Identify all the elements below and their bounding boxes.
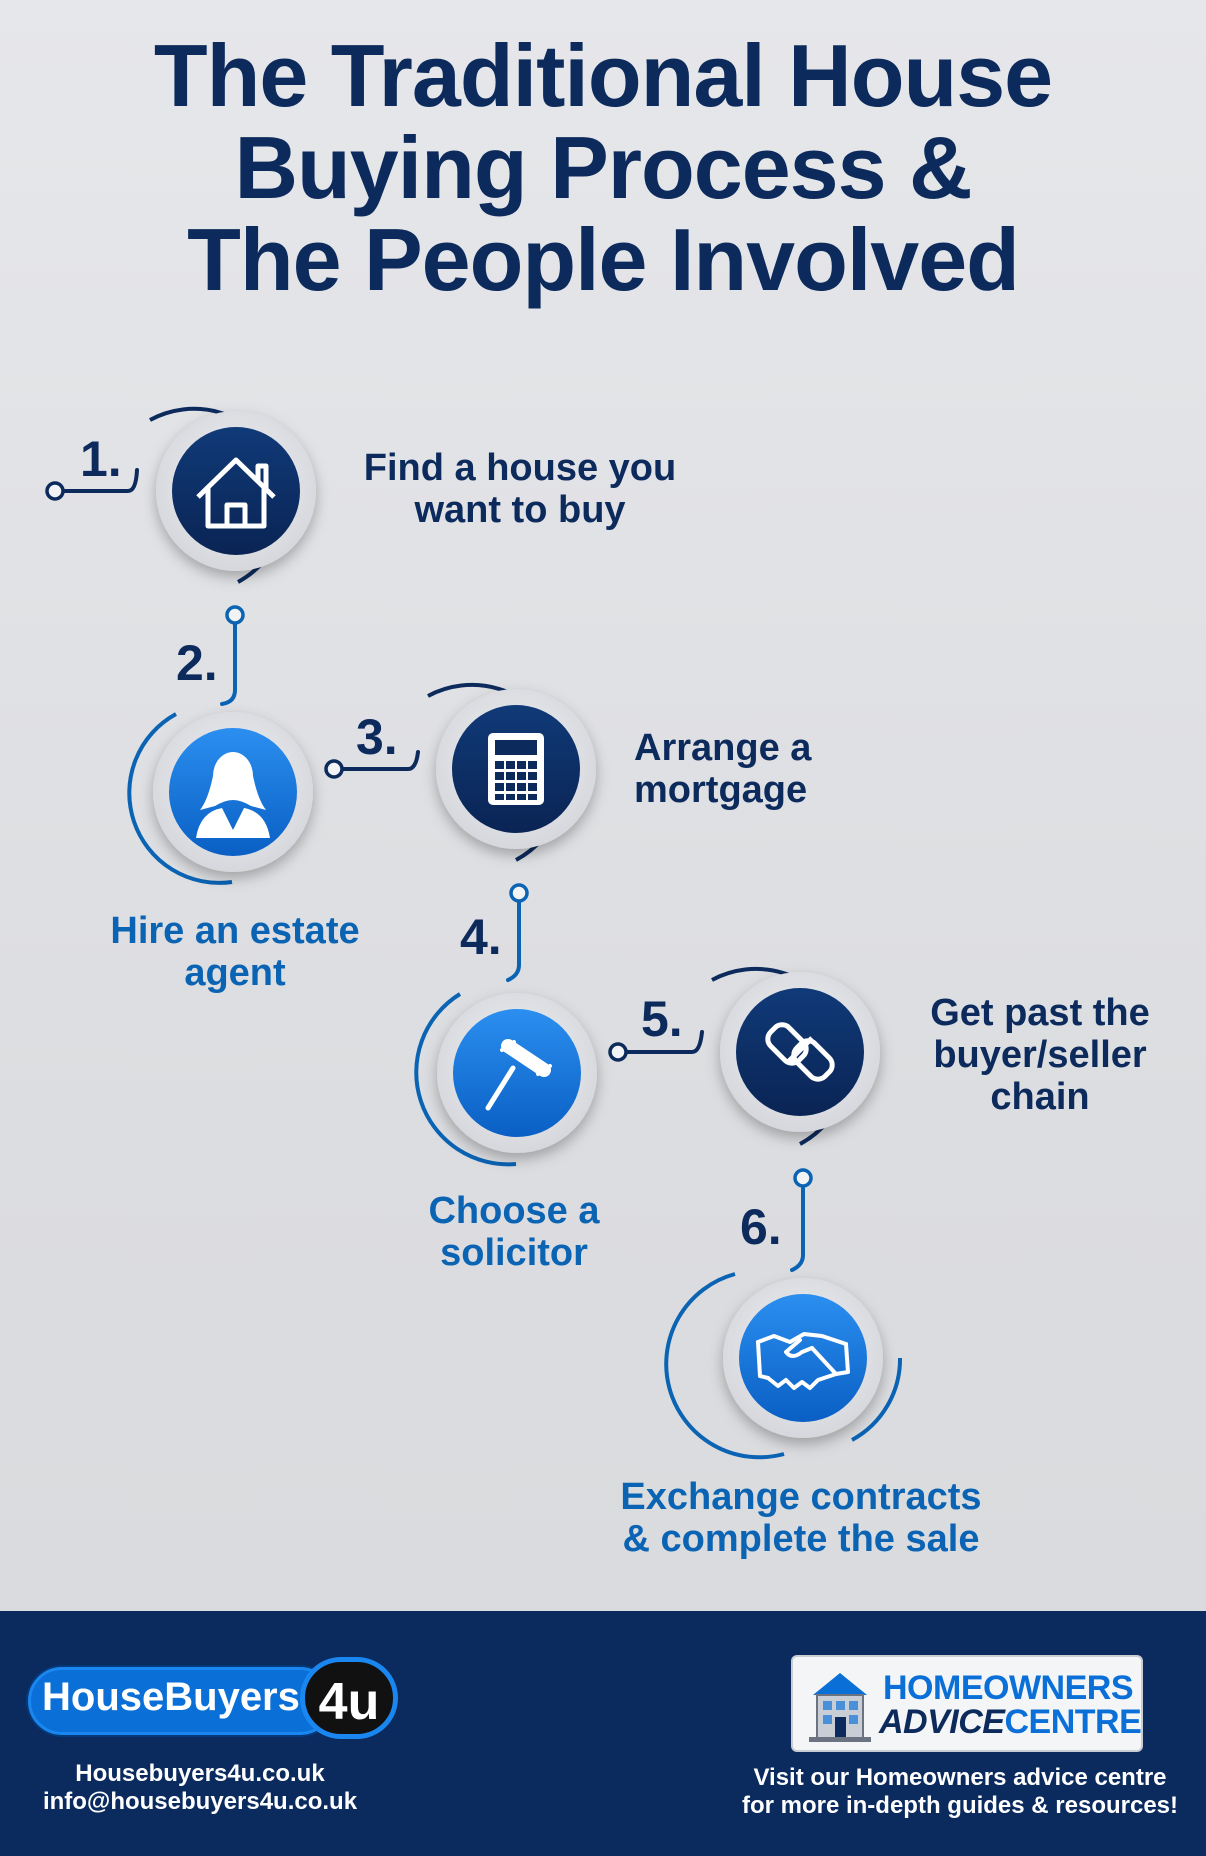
- housebuyers-contact: Housebuyers4u.co.uk info@housebuyers4u.c…: [30, 1760, 370, 1816]
- connector-dot-start: [45, 481, 65, 501]
- step-3-number: 3.: [356, 709, 398, 765]
- advice-centre-logo-line1: HOMEOWNERS: [883, 1669, 1134, 1707]
- title-line-2: Buying Process &: [234, 118, 972, 217]
- chain-link-icon: [765, 1022, 835, 1082]
- handshake-icon: [756, 1332, 850, 1390]
- process-flow-diagram: [45, 406, 903, 1460]
- connector-1-2: [220, 613, 237, 706]
- connector-dot-2: [225, 605, 245, 625]
- person-icon: [196, 752, 270, 838]
- advice-centre-logo-line2: ADVICECENTRE: [879, 1703, 1142, 1741]
- title-line-1: The Traditional House: [153, 26, 1053, 125]
- step-1-circle: [149, 406, 316, 584]
- step-4-circle: [414, 992, 597, 1167]
- connector-dot-4: [509, 883, 529, 903]
- step-5-number: 5.: [641, 991, 683, 1047]
- house-icon: [196, 457, 276, 529]
- homeowners-advice-centre-logo[interactable]: HOMEOWNERS ADVICECENTRE: [793, 1657, 1142, 1750]
- step-2-label: Hire an estate agent: [110, 910, 360, 994]
- connector-dot-5: [608, 1042, 628, 1062]
- connector-4-5: [616, 1030, 704, 1054]
- housebuyers-logo-badge: 4u: [300, 1657, 398, 1739]
- advice-centre-visit-text: Visit our Homeowners advice centre for m…: [741, 1764, 1179, 1819]
- building-icon: [809, 1673, 871, 1742]
- connector-2-3: [332, 750, 420, 771]
- step-6-label: Exchange contracts & complete the sale: [620, 1476, 982, 1560]
- housebuyers4u-logo[interactable]: HouseBuyers 4u: [28, 1657, 404, 1741]
- connector-3-4: [506, 891, 521, 982]
- calculator-icon: [488, 733, 544, 805]
- gavel-icon: [485, 1039, 552, 1111]
- connector-5-6: [790, 1176, 805, 1272]
- step-4-label: Choose a solicitor: [428, 1190, 600, 1274]
- step-6-number: 6.: [740, 1199, 782, 1255]
- housebuyers-email-link[interactable]: info@housebuyers4u.co.uk: [42, 1788, 358, 1815]
- step-4-number: 4.: [460, 909, 502, 965]
- step-5-circle: [711, 966, 880, 1146]
- connector-start: [58, 468, 139, 493]
- step-2-circle: [127, 712, 313, 885]
- page-title: The Traditional House Buying Process & T…: [0, 30, 1206, 306]
- connector-dot-6: [793, 1168, 813, 1188]
- housebuyers-logo-text: HouseBuyers: [42, 1675, 300, 1719]
- step-1-label: Find a house you want to buy: [363, 447, 677, 531]
- step-1-number: 1.: [80, 431, 122, 487]
- step-5-label: Get past the buyer/seller chain: [930, 992, 1150, 1118]
- step-3-circle: [427, 682, 596, 862]
- connector-dot-3: [324, 759, 344, 779]
- housebuyers-website-link[interactable]: Housebuyers4u.co.uk: [75, 1760, 325, 1787]
- step-3-label: Arrange a mortgage: [634, 727, 812, 811]
- title-line-3: The People Involved: [187, 210, 1020, 309]
- step-2-number: 2.: [176, 635, 218, 691]
- step-6-circle: [664, 1272, 903, 1460]
